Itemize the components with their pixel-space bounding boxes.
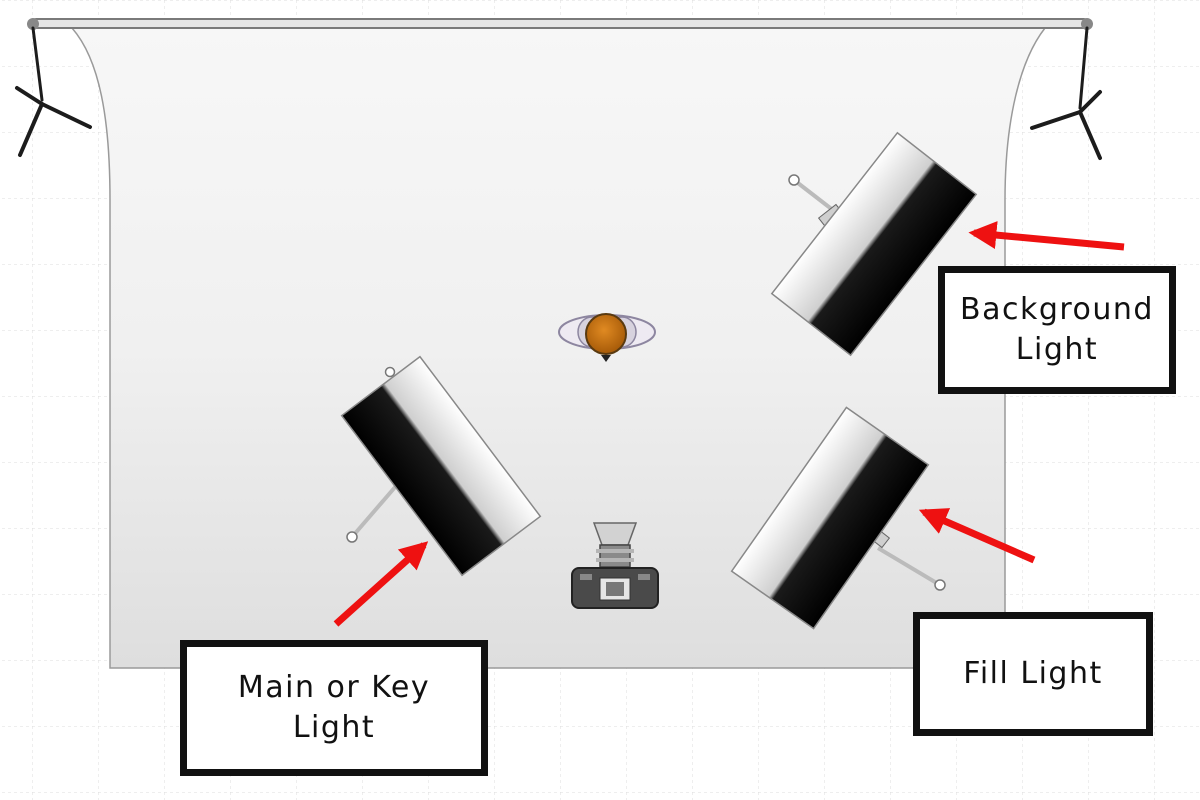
key-light-softbox-icon xyxy=(340,355,542,577)
camera-icon xyxy=(571,522,659,609)
fill-light-label: Fill Light xyxy=(913,612,1153,736)
key-light-arrow-icon xyxy=(333,541,429,627)
fill-light-arrow-icon xyxy=(918,508,1036,564)
subject-icon xyxy=(558,313,656,362)
background-light-arrow-icon xyxy=(968,221,1125,251)
background-light-label: Background Light xyxy=(938,266,1176,394)
key-light-label-line1: Main or Key xyxy=(237,670,431,705)
backdrop-paper xyxy=(70,27,1047,669)
background-light-label-line2: Light xyxy=(1015,332,1099,367)
key-light-label-line2: Light xyxy=(292,710,376,745)
background-light-label-line1: Background xyxy=(960,292,1154,327)
key-light-label: Main or Key Light xyxy=(180,640,488,776)
background-light-softbox-icon xyxy=(770,131,978,357)
right-backdrop-stand-icon xyxy=(1030,26,1102,160)
left-backdrop-stand-icon xyxy=(15,26,92,157)
backdrop-crossbar xyxy=(27,18,1093,30)
fill-light-label-line1: Fill Light xyxy=(963,656,1103,691)
fill-light-softbox-icon xyxy=(730,406,946,630)
